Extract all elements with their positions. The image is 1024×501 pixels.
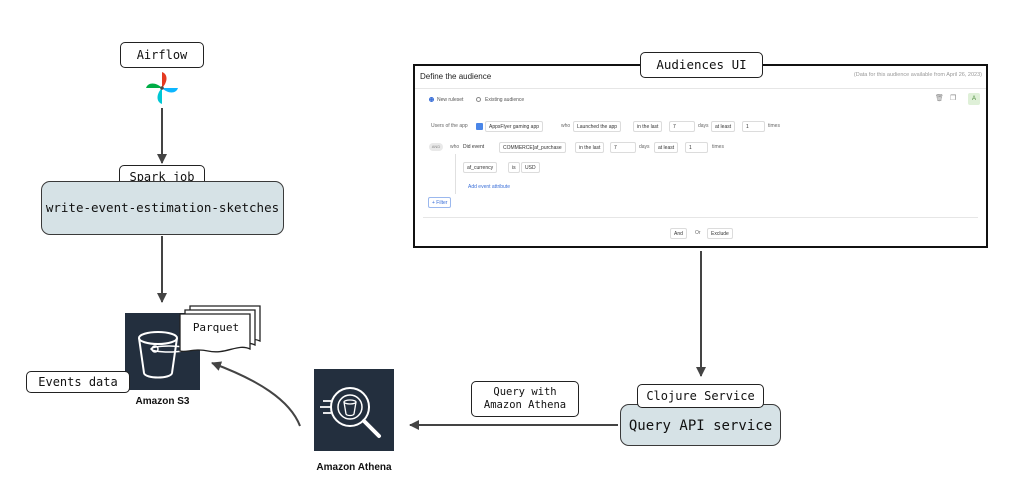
new-ruleset-label: New ruleset	[437, 97, 464, 103]
event-select[interactable]: COMMERCE[af_purchase	[499, 142, 566, 153]
days-input-2[interactable]: 7	[610, 142, 636, 153]
trash-icon[interactable]: 🗑	[935, 95, 944, 102]
or-button[interactable]: Or	[695, 230, 701, 236]
define-audience-title: Define the audience	[420, 72, 492, 81]
app-select[interactable]: AppsFlyer gaming app	[485, 121, 544, 132]
avatar[interactable]: A	[968, 93, 980, 105]
events-data-label: Events data	[26, 371, 130, 393]
at-least-select-2[interactable]: at least	[654, 142, 679, 153]
users-of-app-label: Users of the app	[431, 123, 468, 129]
times-input-2[interactable]: 1	[685, 142, 708, 153]
athena-search-icon	[320, 387, 381, 438]
who-label-2: who	[450, 144, 460, 150]
query-with-line1: Query with	[493, 386, 557, 398]
at-least-select[interactable]: at least	[711, 121, 736, 132]
in-the-last-select[interactable]: in the last	[633, 121, 663, 132]
days-input[interactable]: 7	[669, 121, 695, 132]
airflow-pinwheel-icon	[146, 72, 178, 104]
days-label-2: days	[639, 144, 650, 150]
amazon-athena-caption: Amazon Athena	[316, 462, 392, 473]
audiences-ui-label: Audiences UI	[640, 52, 763, 78]
copy-icon[interactable]: ❐	[950, 95, 957, 102]
in-the-last-select-2[interactable]: in the last	[575, 142, 605, 153]
airflow-label: Airflow	[120, 42, 204, 68]
parquet-files-icon	[179, 305, 261, 353]
audiences-ui-screenshot: Define the audience (Data for this audie…	[413, 64, 988, 248]
query-with-athena-label: Query with Amazon Athena	[471, 381, 579, 417]
exclude-button[interactable]: Exclude	[707, 228, 733, 239]
times-input[interactable]: 1	[742, 121, 765, 132]
existing-audience-radio[interactable]	[476, 97, 481, 102]
amazon-athena-box	[314, 369, 394, 451]
who-label: who	[561, 123, 571, 129]
query-api-service: Query API service	[620, 404, 781, 446]
and-badge: AND	[429, 143, 443, 151]
parquet-label: Parquet	[192, 321, 240, 334]
and-button[interactable]: And	[670, 228, 687, 239]
app-icon	[476, 123, 483, 130]
attribute-name-select[interactable]: af_currency	[463, 162, 498, 173]
add-event-attribute-link[interactable]: Add event attribute	[468, 184, 510, 190]
filter-button[interactable]: + Filter	[428, 197, 452, 208]
data-availability-note: (Data for this audience available from A…	[853, 72, 982, 78]
clojure-service-label: Clojure Service	[637, 384, 764, 408]
divider	[415, 88, 986, 89]
existing-audience-label: Existing audience	[485, 97, 525, 103]
times-label: times	[768, 123, 780, 129]
times-label-2: times	[712, 144, 724, 150]
write-sketches-job: write-event-estimation-sketches	[41, 181, 284, 235]
did-event-label: Did event	[463, 144, 485, 150]
divider-bottom	[423, 217, 978, 218]
days-label: days	[698, 123, 709, 129]
action-select[interactable]: Launched the app	[573, 121, 622, 132]
arrow-athena-to-s3	[211, 361, 301, 427]
attribute-connector	[455, 154, 456, 194]
amazon-s3-caption: Amazon S3	[135, 396, 190, 407]
query-with-line2: Amazon Athena	[483, 399, 567, 411]
attribute-operator-select[interactable]: is	[508, 162, 520, 173]
new-ruleset-radio[interactable]	[429, 97, 434, 102]
attribute-value-input[interactable]: USD	[521, 162, 540, 173]
